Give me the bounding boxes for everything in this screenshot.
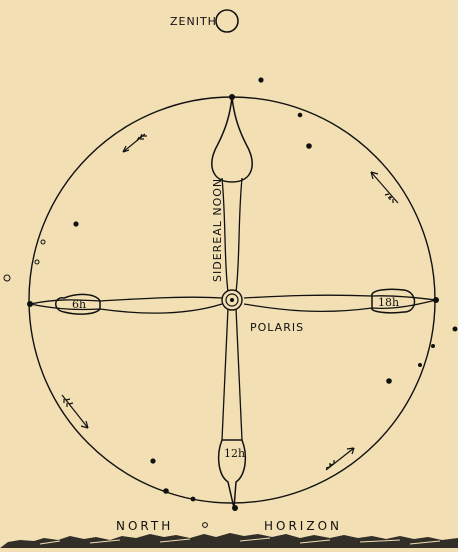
star	[73, 221, 78, 226]
vertical-trail-lower	[222, 308, 242, 440]
star	[150, 458, 155, 463]
star	[306, 143, 312, 149]
horizon-right-label: HORIZON	[264, 519, 342, 533]
zenith-label: ZENITH	[170, 15, 217, 28]
polaris-label: POLARIS	[250, 321, 304, 334]
star	[418, 363, 422, 367]
horizontal-trail-right	[244, 295, 436, 311]
star	[4, 275, 10, 281]
star	[258, 77, 263, 82]
right-loop-label: 18h	[378, 296, 399, 309]
star	[453, 327, 458, 332]
trail-end-bottom	[232, 505, 238, 511]
arrow-bottom-left	[62, 395, 88, 428]
star	[386, 378, 392, 384]
zenith-circle	[216, 10, 238, 32]
trail-end-left	[27, 301, 33, 307]
star	[191, 497, 196, 502]
polaris-marker	[222, 290, 242, 310]
star	[431, 344, 435, 348]
star	[163, 488, 169, 494]
arrow-bottom-right	[326, 448, 354, 470]
vertical-label: SIDEREAL NOON	[211, 178, 224, 282]
star	[35, 260, 39, 264]
top-loop	[212, 97, 252, 182]
star	[298, 113, 303, 118]
horizon-left-label: NORTH	[116, 519, 173, 533]
star	[203, 523, 208, 528]
star	[41, 240, 45, 244]
left-loop-label: 6h	[72, 298, 86, 311]
zenith-marker: ZENITH	[170, 10, 238, 32]
vertical-trail-upper	[222, 178, 242, 292]
trail-end-top	[229, 94, 235, 100]
trail-end-right	[433, 297, 439, 303]
arrow-top-left	[123, 134, 147, 152]
bottom-loop-label: 12h	[224, 447, 245, 460]
